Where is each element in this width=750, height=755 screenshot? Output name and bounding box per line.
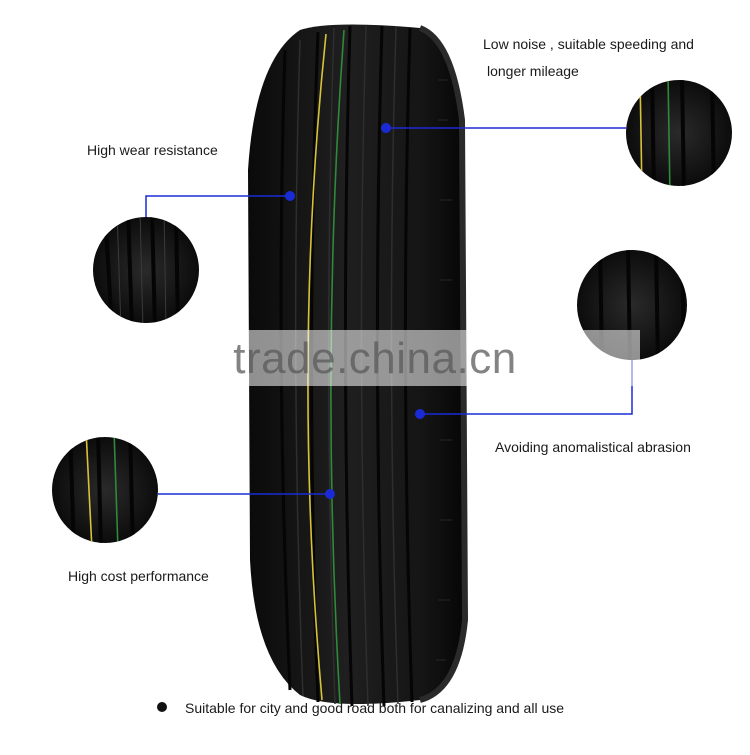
callout-dot-abrasion (415, 409, 425, 419)
detail-cost-performance (52, 437, 158, 543)
callout-label-wear: High wear resistance (87, 142, 218, 158)
callout-label-noise-line2: longer mileage (487, 63, 579, 79)
callout-label-noise-line1: Low noise , suitable speeding and (483, 36, 694, 52)
callout-label-cost: High cost performance (68, 568, 209, 584)
detail-low-noise (626, 80, 732, 186)
watermark-text: trade.china.cn (233, 334, 517, 383)
detail-wear-resistance (93, 217, 199, 323)
footer-text: Suitable for city and good road both for… (185, 700, 565, 716)
callout-dot-wear (285, 191, 295, 201)
bullet-dot (157, 702, 167, 712)
callout-label-abrasion: Avoiding anomalistical abrasion (495, 439, 691, 455)
callout-dot-noise (381, 123, 391, 133)
callout-dot-cost (325, 489, 335, 499)
watermark-band: trade.china.cn (110, 330, 640, 386)
